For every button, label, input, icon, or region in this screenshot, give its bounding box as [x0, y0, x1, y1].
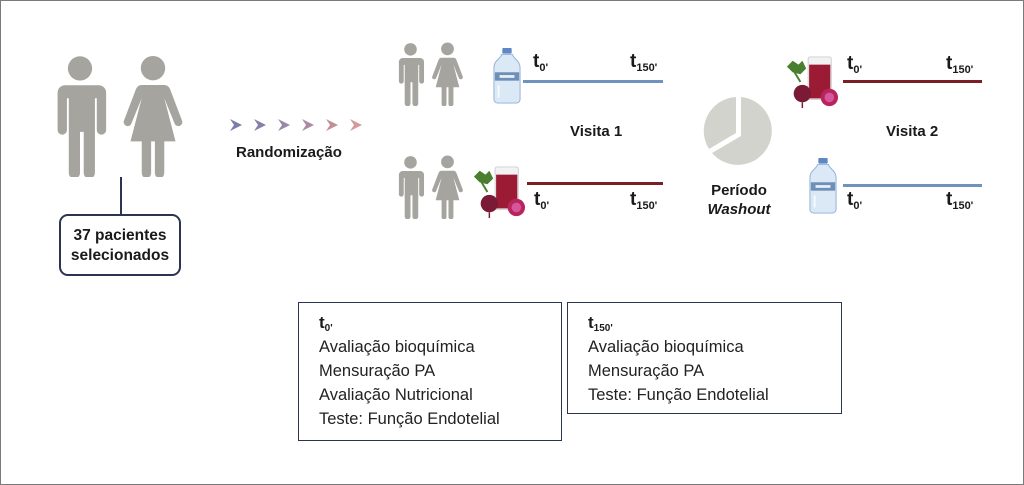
chevron-arrow-icon — [254, 119, 266, 131]
patients-count-label: 37 pacientes — [73, 227, 167, 244]
chevron-arrow-icon — [278, 119, 290, 131]
woman-icon — [120, 55, 186, 177]
man-icon — [396, 42, 425, 106]
woman-icon — [431, 155, 464, 219]
assessment-item: Teste: Função Endotelial — [319, 410, 500, 428]
t150-label: t150' — [630, 189, 658, 212]
patients-box: 37 pacientes selecionados — [59, 214, 181, 276]
timeline-water-visit1 — [523, 80, 663, 83]
washout-clock-pie-icon — [703, 97, 772, 165]
chevron-arrow-icon — [302, 119, 314, 131]
washout-period-text: Período — [711, 182, 767, 199]
t0-label: t0' — [533, 51, 549, 74]
water-bottle-icon — [809, 158, 837, 214]
washout-label: Período Washout — [704, 181, 774, 219]
patients-selected-label: selecionados — [70, 247, 170, 264]
man-icon — [52, 55, 108, 177]
assessment-box-t150: t150' Avaliação bioquímica Mensuração PA… — [567, 302, 842, 414]
connector-line — [120, 177, 122, 215]
timeline-water-visit2 — [843, 184, 982, 187]
assessment-item: Avaliação bioquímica — [319, 338, 475, 356]
woman-icon — [431, 42, 464, 106]
chevron-arrow-icon — [350, 119, 362, 131]
beet-juice-icon — [783, 55, 841, 109]
t150-label: t150' — [630, 51, 658, 74]
t0-label: t0' — [534, 189, 550, 212]
timeline-beet-visit2 — [843, 80, 982, 83]
t150-label: t150' — [946, 53, 974, 76]
assessment-box-t0: t0' Avaliação bioquímica Mensuração PA A… — [298, 302, 562, 441]
randomization-label: Randomização — [236, 144, 342, 161]
visit2-label: Visita 2 — [886, 123, 939, 140]
timeline-beet-visit1 — [527, 182, 663, 185]
assessment-t150-title: t150' — [588, 313, 613, 334]
assessment-item: Avaliação bioquímica — [588, 338, 744, 356]
assessment-item: Teste: Função Endotelial — [588, 386, 769, 404]
visit1-label: Visita 1 — [570, 123, 623, 140]
water-bottle-icon — [493, 48, 521, 104]
beet-juice-icon — [470, 165, 528, 219]
man-icon — [396, 155, 425, 219]
assessment-t0-title: t0' — [319, 313, 333, 334]
t0-label: t0' — [847, 189, 863, 212]
assessment-item: Mensuração PA — [319, 362, 436, 380]
randomization-arrows — [230, 119, 362, 131]
assessment-item: Mensuração PA — [588, 362, 705, 380]
t150-label: t150' — [946, 189, 974, 212]
washout-italic-text: Washout — [707, 201, 771, 218]
t0-label: t0' — [847, 53, 863, 76]
chevron-arrow-icon — [326, 119, 338, 131]
chevron-arrow-icon — [230, 119, 242, 131]
assessment-item: Avaliação Nutricional — [319, 386, 473, 404]
